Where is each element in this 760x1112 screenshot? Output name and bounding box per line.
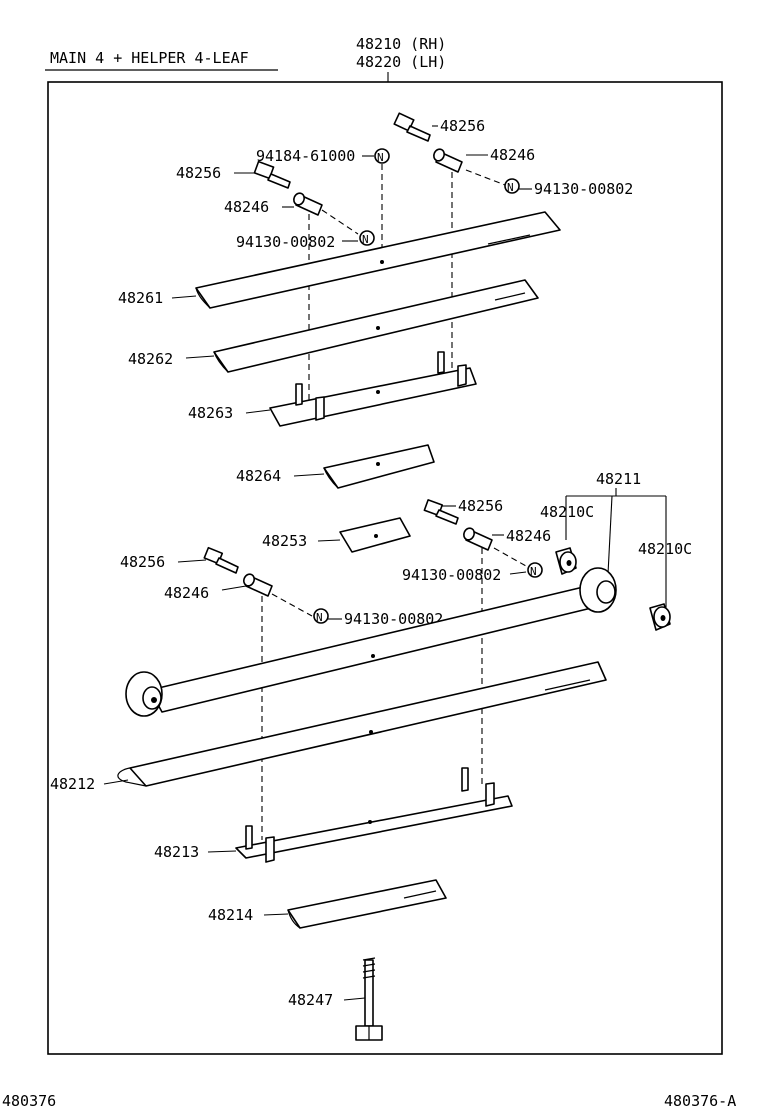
bushing-icon xyxy=(649,603,671,631)
pin-icon xyxy=(463,527,493,551)
callout-plate-48253: 48253 xyxy=(262,532,307,550)
svg-text:N: N xyxy=(530,565,537,578)
callout-nut-top-mid: 94130-00802 xyxy=(236,233,335,251)
nut-icon: N xyxy=(374,148,390,164)
callout-bolt-top-right: 48256 xyxy=(440,117,485,135)
bushing-icon xyxy=(555,547,577,575)
footer-code-left: 480376 xyxy=(2,1092,56,1110)
diagram-frame xyxy=(47,81,723,1055)
callout-pad-48214: 48214 xyxy=(208,906,253,924)
callout-pin-mid: 48246 xyxy=(506,527,551,545)
callout-leaf-48212: 48212 xyxy=(50,775,95,793)
nut-icon: N xyxy=(504,178,520,194)
callout-leaf-48262: 48262 xyxy=(128,350,173,368)
bolt-icon xyxy=(253,160,291,189)
leaf-spring-icon xyxy=(235,767,513,863)
callout-main-leaf-48211: 48211 xyxy=(596,470,641,488)
leaf-spring-icon xyxy=(213,279,539,373)
bolt-icon xyxy=(423,499,459,525)
callout-leaf-48261: 48261 xyxy=(118,289,163,307)
bolt-icon xyxy=(393,112,431,142)
svg-text:N: N xyxy=(507,181,514,194)
pin-icon xyxy=(293,192,323,216)
variant-title: MAIN 4 + HELPER 4-LEAF xyxy=(50,49,249,67)
nut-icon: N xyxy=(527,562,543,578)
callout-center-bolt-48247: 48247 xyxy=(288,991,333,1009)
svg-text:N: N xyxy=(362,233,369,246)
callout-bolt-top-left: 48256 xyxy=(176,164,221,182)
leaf-spring-icon xyxy=(269,351,477,427)
callout-pin-lower-left: 48246 xyxy=(164,584,209,602)
svg-text:N: N xyxy=(316,611,323,624)
assembly-number-rh: 48210 (RH) xyxy=(356,35,446,53)
callout-bolt-mid: 48256 xyxy=(458,497,503,515)
nut-icon: N xyxy=(313,608,329,624)
leaf-spring-icon xyxy=(125,567,617,717)
callout-leaf-48263: 48263 xyxy=(188,404,233,422)
leaf-spring-icon xyxy=(195,211,561,309)
pin-icon xyxy=(243,573,273,597)
footer-code-right: 480376-A xyxy=(664,1092,736,1110)
leaf-spring-icon xyxy=(323,444,435,489)
callout-nut-lower: 94130-00802 xyxy=(344,610,443,628)
callout-nut-mid: 94130-00802 xyxy=(402,566,501,584)
callout-nut-top-left: 94184-61000 xyxy=(256,147,355,165)
callout-bushing-a: 48210C xyxy=(540,503,594,521)
nut-icon: N xyxy=(359,230,375,246)
callout-pin-top-right: 48246 xyxy=(490,146,535,164)
leaf-spring-icon xyxy=(339,517,411,553)
center-bolt-icon xyxy=(355,957,383,1041)
leaf-spring-icon xyxy=(117,661,607,787)
callout-bushing-b: 48210C xyxy=(638,540,692,558)
svg-text:N: N xyxy=(377,151,384,164)
pin-icon xyxy=(433,148,463,173)
assembly-number-lh: 48220 (LH) xyxy=(356,53,446,71)
callout-pad-48264: 48264 xyxy=(236,467,281,485)
callout-nut-top-right: 94130-00802 xyxy=(534,180,633,198)
bolt-icon xyxy=(203,546,239,574)
callout-leaf-48213: 48213 xyxy=(154,843,199,861)
callout-bolt-lower-left: 48256 xyxy=(120,553,165,571)
leaf-spring-icon xyxy=(287,879,447,929)
callout-pin-top-left: 48246 xyxy=(224,198,269,216)
